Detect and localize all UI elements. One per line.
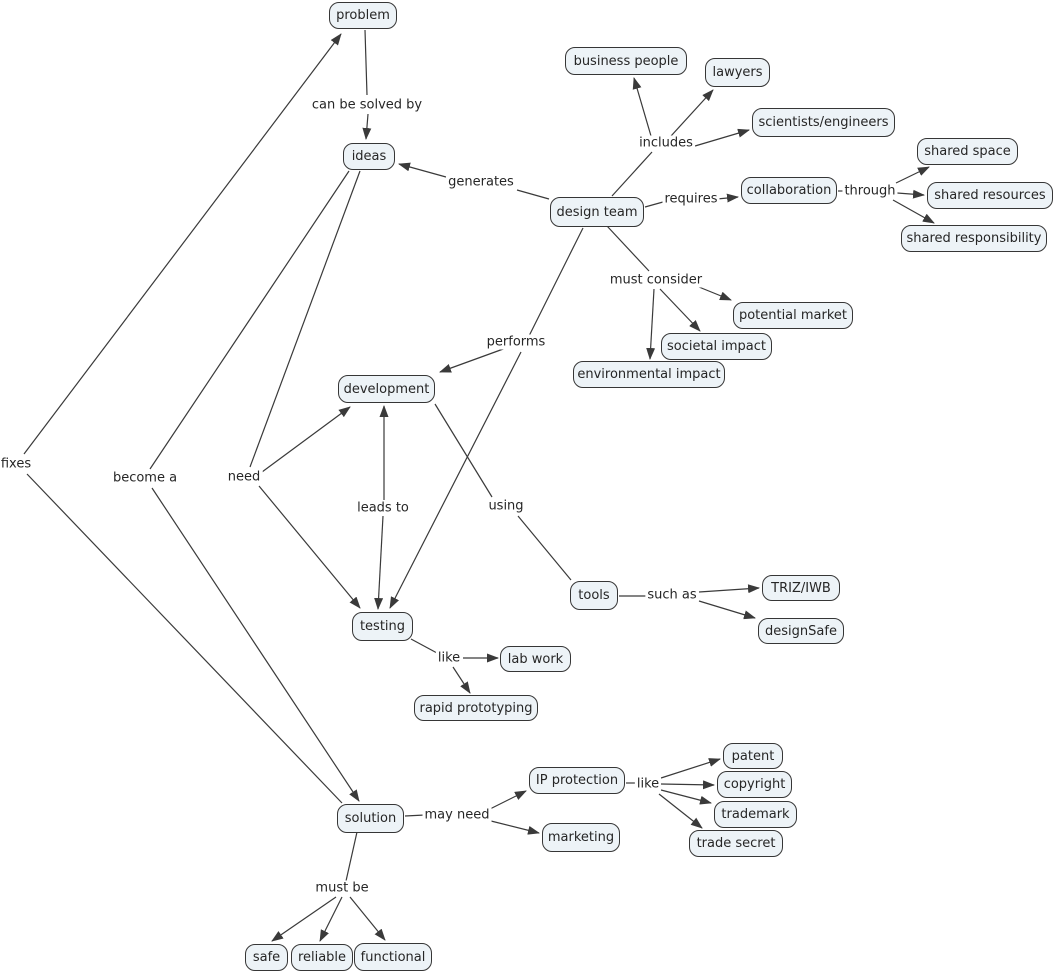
edge-line-may-need-to-ip-protection xyxy=(489,790,527,810)
node-designsafe[interactable]: designSafe xyxy=(758,618,844,644)
edge-label-such-as[interactable]: such as xyxy=(645,587,699,603)
edge-line-may-need-to-marketing xyxy=(490,820,540,835)
edge-line-need-to-development xyxy=(261,406,351,473)
edge-line-can-be-solved-by-to-ideas xyxy=(362,113,372,140)
edge-label-performs[interactable]: performs xyxy=(484,334,548,350)
edge-label-like-ip[interactable]: like xyxy=(634,776,662,792)
node-patent[interactable]: patent xyxy=(723,743,783,769)
edge-line-design-team-to-generates xyxy=(516,189,550,200)
edge-line-become-a-to-solution xyxy=(151,487,360,802)
node-problem[interactable]: problem xyxy=(329,2,397,29)
edge-line-ideas-to-need xyxy=(249,170,361,468)
node-shared-resources[interactable]: shared resources xyxy=(927,182,1053,209)
edge-line-must-be-to-safe xyxy=(271,896,337,942)
edge-line-design-team-to-requires xyxy=(644,201,664,208)
node-lab-work[interactable]: lab work xyxy=(500,646,571,672)
edge-line-need-to-testing xyxy=(258,485,361,609)
node-shared-space[interactable]: shared space xyxy=(917,138,1018,165)
edge-line-generates-to-ideas xyxy=(398,162,447,178)
edge-line-requires-to-collaboration xyxy=(716,193,739,203)
node-copyright[interactable]: copyright xyxy=(717,771,792,798)
edge-line-solution-to-may-need xyxy=(404,814,426,817)
edge-label-requires[interactable]: requires xyxy=(662,191,720,207)
node-tools[interactable]: tools xyxy=(570,581,618,610)
edge-line-performs-to-testing xyxy=(389,351,522,609)
node-development[interactable]: development xyxy=(338,375,435,403)
edge-line-like-to-trade-secret xyxy=(658,793,703,829)
edge-line-through-to-shared-space xyxy=(895,166,930,184)
edge-label-become-a[interactable]: become a xyxy=(110,470,180,486)
node-trademark[interactable]: trademark xyxy=(714,801,797,828)
edge-line-testing-to-like xyxy=(410,638,438,654)
edge-line-development-to-using xyxy=(434,403,493,498)
edge-line-like-to-copyright xyxy=(660,780,715,790)
node-ideas[interactable]: ideas xyxy=(343,143,395,170)
edge-line-must-consider-to-environmental-impact xyxy=(646,288,656,360)
edge-label-leads-to[interactable]: leads to xyxy=(355,500,411,516)
node-safe[interactable]: safe xyxy=(245,944,288,971)
node-functional[interactable]: functional xyxy=(354,943,432,971)
edge-label-need[interactable]: need xyxy=(225,469,263,485)
node-shared-responsibility[interactable]: shared responsibility xyxy=(901,225,1047,252)
node-testing[interactable]: testing xyxy=(352,612,413,641)
node-collaboration[interactable]: collaboration xyxy=(741,177,837,204)
node-ip-protection[interactable]: IP protection xyxy=(529,767,625,794)
edge-line-such-as-to-triz-iwb xyxy=(698,584,760,594)
edge-line-like-to-rapid-prototyping xyxy=(452,666,471,694)
edge-label-includes[interactable]: includes xyxy=(637,135,695,151)
edge-line-such-as-to-designsafe xyxy=(698,600,756,620)
edge-line-must-consider-to-potential-market xyxy=(693,284,732,301)
edge-line-problem-to-can-be-solved-by xyxy=(364,29,368,96)
edge-line-solution-to-fixes xyxy=(26,473,343,804)
edge-line-includes-to-business-people xyxy=(632,77,652,137)
node-design-team[interactable]: design team xyxy=(550,197,644,227)
edge-line-design-team-to-includes xyxy=(611,151,653,197)
edge-line-design-team-to-performs xyxy=(526,227,584,341)
edge-line-like-to-trademark xyxy=(660,789,712,805)
edge-line-performs-to-development xyxy=(439,347,507,373)
edge-line-includes-to-scientists-engineers xyxy=(694,128,750,147)
edge-line-using-to-tools xyxy=(517,515,572,581)
edge-line-fixes-to-problem xyxy=(23,33,342,455)
edge-label-fixes[interactable]: fixes xyxy=(0,456,34,472)
edge-line-design-team-to-must-consider xyxy=(606,225,650,272)
node-marketing[interactable]: marketing xyxy=(542,823,620,852)
edge-label-may-need[interactable]: may need xyxy=(422,807,492,823)
edge-line-through-to-shared-responsibility xyxy=(892,199,935,224)
edge-label-like-testing[interactable]: like xyxy=(435,650,463,666)
node-reliable[interactable]: reliable xyxy=(291,944,353,971)
edge-line-includes-to-lawyers xyxy=(670,89,714,137)
edge-line-must-consider-to-societal-impact xyxy=(659,288,701,332)
edge-line-must-be-to-functional xyxy=(349,896,386,941)
node-societal-impact[interactable]: societal impact xyxy=(661,333,772,360)
edge-line-must-be-to-reliable xyxy=(319,896,343,942)
node-triz-iwb[interactable]: TRIZ/IWB xyxy=(762,575,840,601)
edge-line-like-to-patent xyxy=(660,758,721,779)
node-rapid-prototyping[interactable]: rapid prototyping xyxy=(414,695,538,721)
node-trade-secret[interactable]: trade secret xyxy=(689,830,783,857)
edge-label-generates[interactable]: generates xyxy=(446,174,516,190)
edge-line-solution-to-must-be xyxy=(345,831,358,882)
edge-label-using[interactable]: using xyxy=(486,498,526,514)
edge-label-can-be-solved-by[interactable]: can be solved by xyxy=(309,97,425,113)
edge-label-must-consider[interactable]: must consider xyxy=(607,272,705,288)
node-scientists-engineers[interactable]: scientists/engineers xyxy=(752,108,895,137)
edge-line-through-to-shared-resources xyxy=(896,189,925,199)
edge-line-ideas-to-become-a xyxy=(149,170,350,470)
edge-label-through[interactable]: through xyxy=(842,183,898,199)
node-potential-market[interactable]: potential market xyxy=(733,302,853,329)
node-solution[interactable]: solution xyxy=(337,804,404,833)
node-environmental-impact[interactable]: environmental impact xyxy=(573,361,725,388)
node-lawyers[interactable]: lawyers xyxy=(705,58,770,87)
edge-label-must-be[interactable]: must be xyxy=(313,880,371,896)
node-business-people[interactable]: business people xyxy=(565,47,687,75)
edge-line-leads-to-to-testing xyxy=(374,515,384,610)
